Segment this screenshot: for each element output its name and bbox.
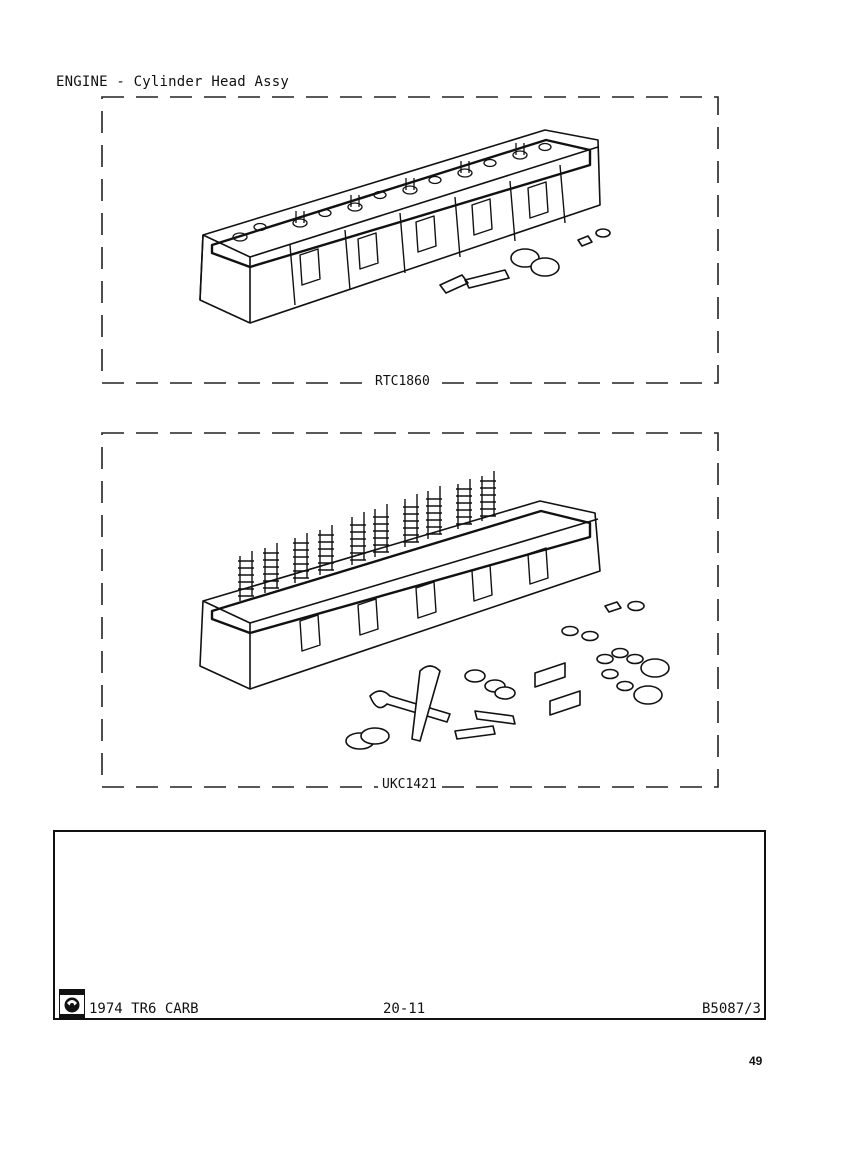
panel-ukc1421: UKC1421 [100,431,722,796]
section-title: ENGINE - Cylinder Head Assy [56,74,289,90]
valve-spring-row [238,471,496,601]
page-number: 49 [749,1054,763,1068]
footer-box: 1974 TR6 CARB 20-11 B5087/3 [53,830,766,1020]
footer-model: 1974 TR6 CARB [89,1001,199,1017]
head-block-outline [199,129,601,324]
panel-rtc1860: RTC1860 [100,95,722,390]
cylinder-head-assembly-illustration [199,471,670,750]
part-number-label: UKC1421 [378,777,441,792]
footer-reference: B5087/3 [701,1001,761,1017]
british-leyland-logo-icon [59,989,85,1019]
part-number-label: RTC1860 [371,374,434,389]
footer-page-code: 20-11 [383,1001,426,1017]
cylinder-head-illustration [199,129,611,324]
